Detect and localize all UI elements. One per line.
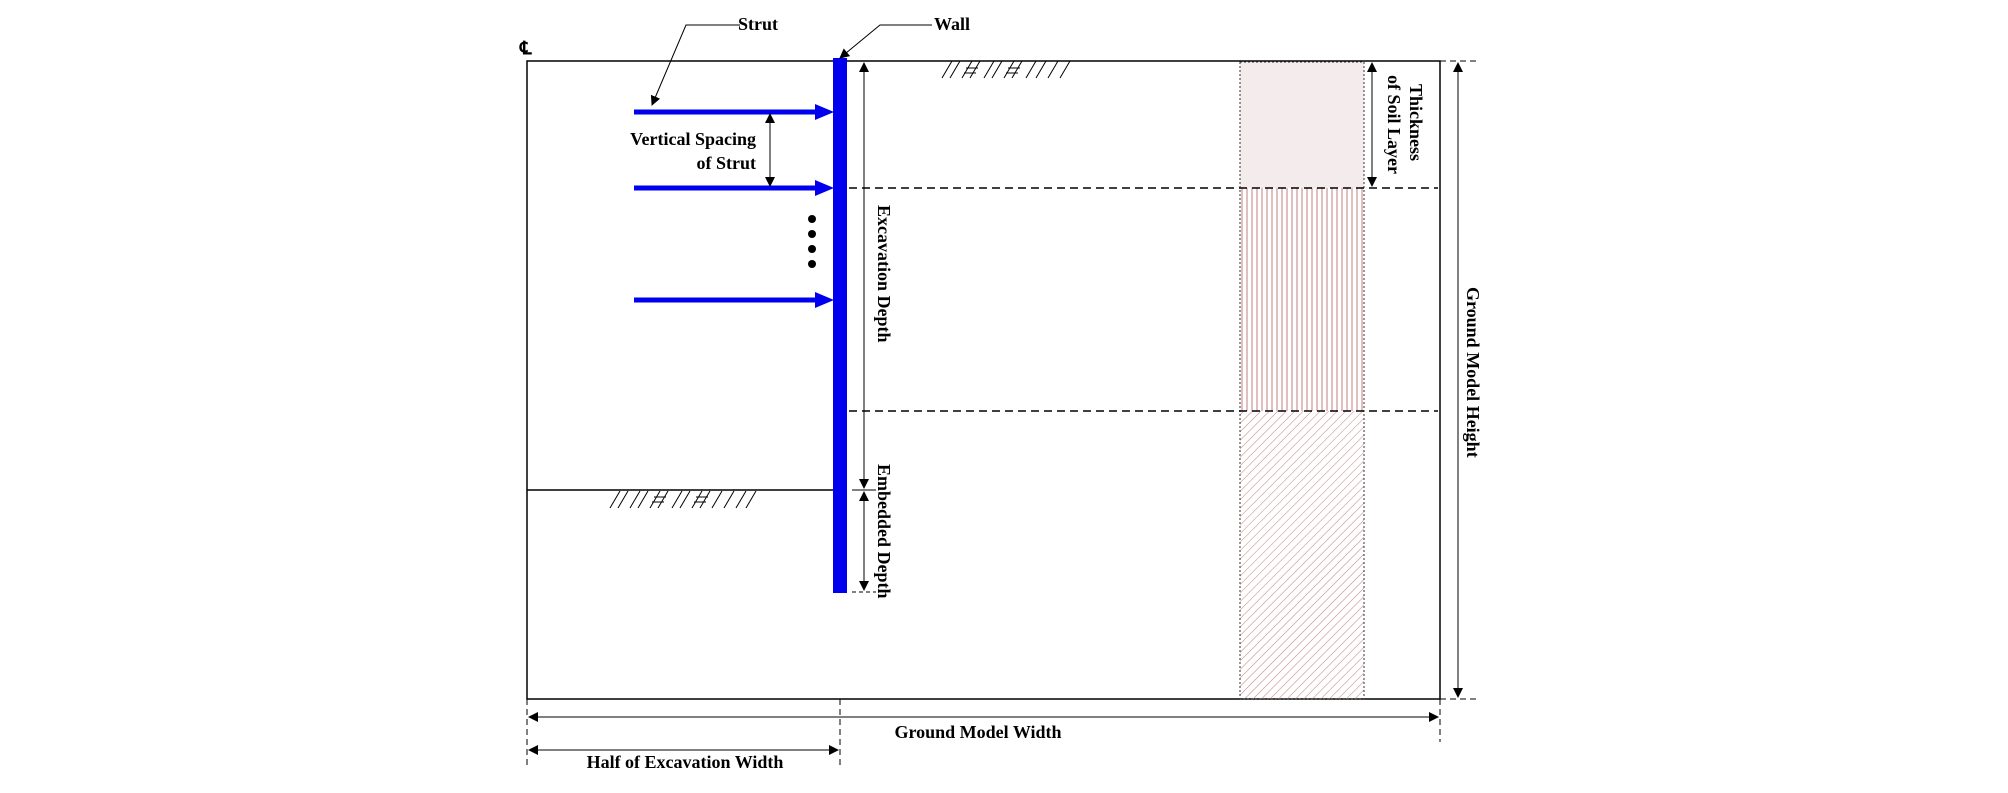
strut-2	[634, 180, 834, 196]
vertical-spacing-label-1: Vertical Spacing	[630, 129, 756, 149]
retaining-wall	[833, 58, 847, 593]
ground-surface-hatch-bottom	[609, 490, 757, 509]
ground-model-height-label: Ground Model Height	[1463, 287, 1483, 458]
excavation-depth-label: Excavation Depth	[874, 205, 894, 343]
thickness-label-2: of Soil Layer	[1384, 75, 1404, 174]
embedded-depth-label: Embedded Depth	[874, 464, 894, 599]
ground-surface-hatch-top	[941, 60, 1071, 79]
soil-layer-2	[1240, 188, 1364, 411]
vertical-spacing-label-2: of Strut	[697, 153, 757, 173]
ground-model-width-label: Ground Model Width	[894, 722, 1061, 742]
soil-layer-1	[1240, 62, 1364, 188]
strut-1	[634, 104, 834, 120]
strut-label: Strut	[738, 14, 778, 34]
more-struts-ellipsis	[808, 215, 816, 268]
half-excavation-width-label: Half of Excavation Width	[587, 752, 784, 772]
soil-layer-column	[1239, 61, 1365, 700]
soil-layer-3	[1240, 411, 1364, 699]
centerline-symbol: ℄	[519, 38, 532, 58]
strut-leader	[650, 24, 740, 106]
strut-3	[634, 292, 834, 308]
wall-leader	[839, 24, 932, 59]
thickness-label-1: Thickness	[1406, 84, 1426, 161]
wall-label: Wall	[934, 14, 970, 34]
